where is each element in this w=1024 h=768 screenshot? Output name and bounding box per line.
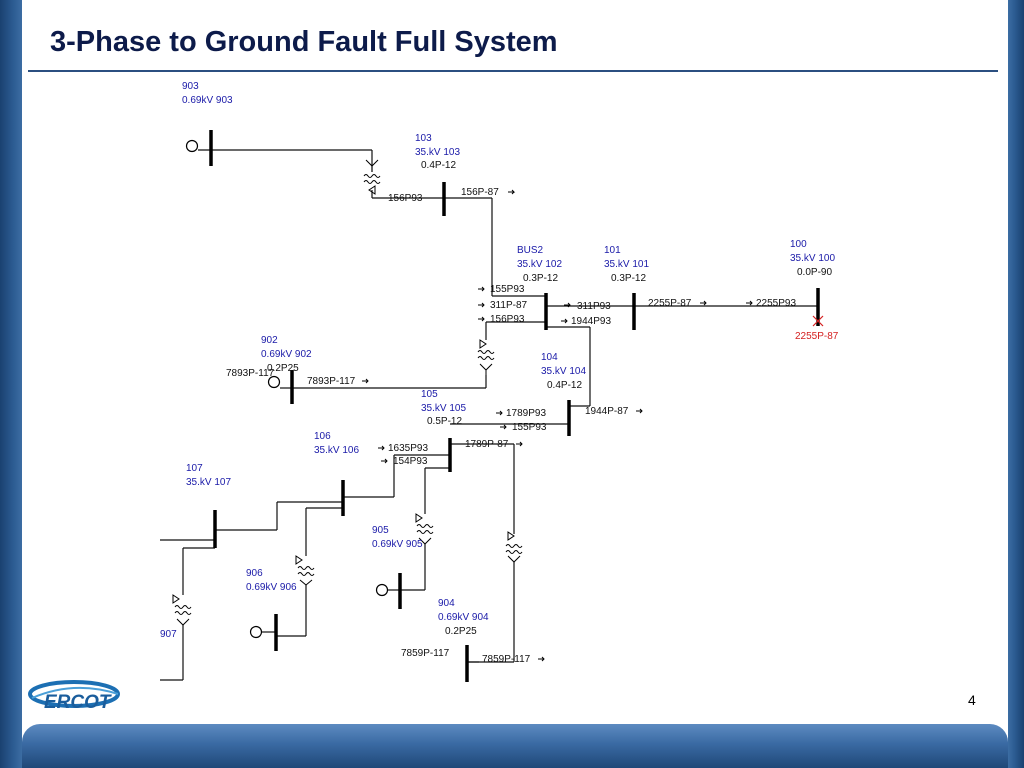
arrow-icon [478, 302, 485, 308]
bus-906-kv: 0.69kV 906 [246, 582, 297, 593]
arrow-icon [746, 300, 753, 306]
bus-106-id: 106 [314, 431, 331, 442]
bus-902-id: 902 [261, 335, 278, 346]
bus-903-id: 903 [182, 81, 199, 92]
flow-label: 7893P-117 [307, 376, 356, 387]
bus-104-id: 104 [541, 352, 558, 363]
bus-906-id: 906 [246, 568, 263, 579]
flow-label: 311P93 [577, 301, 611, 312]
flow-label: 154P93 [393, 456, 428, 467]
bus-bars [209, 130, 820, 682]
generator-906-icon [249, 625, 263, 639]
bus-904-kv: 0.69kV 904 [438, 612, 489, 623]
transformer-103-icon [363, 159, 381, 195]
arrow-icon [378, 445, 385, 451]
arrow-icon [516, 441, 523, 447]
fault-marker-icon [812, 315, 824, 327]
flow-label: 2255P-87 [648, 298, 692, 309]
bus-904-value: 0.2P25 [445, 626, 477, 637]
bus-105-value: 0.5P-12 [427, 416, 462, 427]
bus-101-kv: 35.kV 101 [604, 259, 649, 270]
transformer-905-icon [415, 513, 434, 545]
bus-902-kv: 0.69kV 902 [261, 349, 312, 360]
flow-label: 1635P93 [388, 443, 428, 454]
fault-label: 2255P-87 [795, 331, 839, 342]
flow-label: 156P-87 [461, 187, 499, 198]
transformer-906-icon [295, 555, 315, 586]
flow-label: 156P93 [490, 314, 525, 325]
generator-symbols [185, 139, 389, 639]
bus-100-kv: 35.kV 100 [790, 253, 835, 264]
transformer-904-icon [505, 531, 523, 563]
arrow-icon [561, 318, 568, 324]
bus-101-id: 101 [604, 245, 621, 256]
flow-label: 156P93 [388, 193, 423, 204]
generator-905-icon [375, 583, 389, 597]
flow-label: 155P93 [490, 284, 525, 295]
arrow-icon [700, 300, 707, 306]
flow-label: 1789P93 [506, 408, 546, 419]
flow-label: 7859P-117 [482, 654, 531, 665]
flow-label: 311P-87 [490, 300, 528, 311]
arrow-icon [508, 189, 516, 195]
arrow-icon [496, 410, 503, 416]
bus-902-value: 0.2P25 [267, 363, 299, 374]
bus-905-id: 905 [372, 525, 389, 536]
left-frame-band [0, 0, 22, 768]
bus-903-kv: 0.69kV 903 [182, 95, 233, 106]
flow-label: 155P93 [512, 422, 547, 433]
bus-107-kv: 35.kV 107 [186, 477, 231, 488]
arrow-icon [381, 458, 388, 464]
connection-lines [160, 149, 818, 681]
footer-bar [22, 724, 1008, 768]
bus-bus2-id: BUS2 [517, 245, 544, 256]
bus-labels: 903 0.69kV 903 103 35.kV 103 0.4P-12 BUS… [160, 81, 835, 640]
bus-106-kv: 35.kV 106 [314, 445, 359, 456]
bus-907-id-partial: 907 [160, 629, 177, 640]
bus-107-id: 107 [186, 463, 203, 474]
ercot-logo: ERCOT [28, 680, 120, 713]
arrow-icon [362, 378, 369, 384]
bus-105-kv: 35.kV 105 [421, 403, 466, 414]
transformer-907-icon [172, 594, 192, 626]
slide-panel [22, 0, 1008, 722]
arrow-icon [478, 316, 485, 322]
arrow-icon [564, 302, 571, 308]
bus-904-id: 904 [438, 598, 455, 609]
bus-104-kv: 35.kV 104 [541, 366, 586, 377]
flow-label: 7859P-117 [401, 648, 450, 659]
bus-103-value: 0.4P-12 [421, 160, 456, 171]
bus-bus2-kv: 35.kV 102 [517, 259, 562, 270]
flow-label: 1944P93 [571, 316, 611, 327]
bus-bus2-value: 0.3P-12 [523, 273, 558, 284]
flow-label: 2255P93 [756, 298, 796, 309]
flow-arrows [362, 189, 753, 662]
flow-label: 7893P-117 [226, 368, 275, 379]
arrow-icon [500, 424, 507, 430]
ercot-logo-text: ERCOT [44, 692, 112, 713]
title-underline [28, 70, 998, 72]
generator-902-icon [267, 375, 281, 389]
bus-105-id: 105 [421, 389, 438, 400]
bus-101-value: 0.3P-12 [611, 273, 646, 284]
bus-905-kv: 0.69kV 905 [372, 539, 423, 550]
page-number: 4 [968, 692, 976, 708]
bus-103-kv: 35.kV 103 [415, 147, 460, 158]
bus-100-value: 0.0P-90 [797, 267, 832, 278]
transformer-902-icon [477, 339, 495, 375]
flow-label: 1944P-87 [585, 406, 629, 417]
bus-103-id: 103 [415, 133, 432, 144]
right-frame-band [1008, 0, 1024, 768]
bus-104-value: 0.4P-12 [547, 380, 582, 391]
arrow-icon [478, 286, 485, 292]
slide-title: 3-Phase to Ground Fault Full System [50, 26, 558, 58]
generator-903-icon [185, 139, 199, 153]
bus-100-id: 100 [790, 239, 807, 250]
arrow-icon [538, 656, 545, 662]
arrow-icon [636, 408, 643, 414]
flow-label: 1789P-87 [465, 439, 509, 450]
transformer-symbols [172, 159, 523, 626]
flow-labels: 156P93 156P-87 155P93 311P-87 156P93 311… [226, 187, 839, 665]
